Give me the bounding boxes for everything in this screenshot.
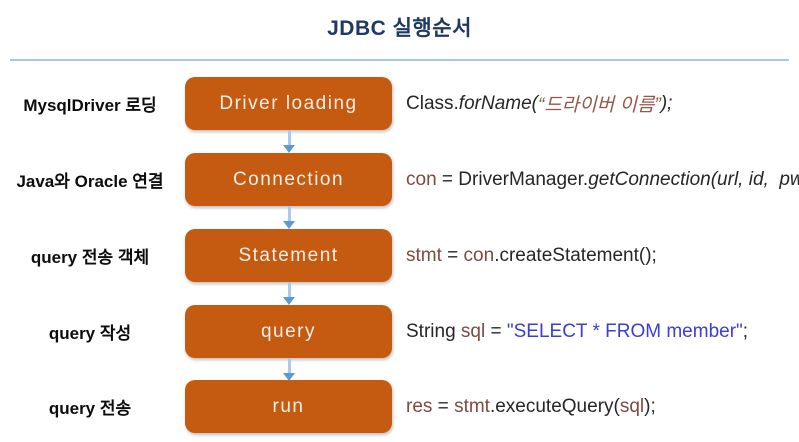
code-segment: getConnection(url, id, pw); [588, 168, 799, 190]
step-box-query: query [185, 305, 392, 358]
step-label-statement: query 전송 객체 [30, 248, 150, 267]
step-box-run: run [185, 380, 392, 433]
code-segment: ; [742, 320, 749, 342]
arrow-head [283, 297, 295, 305]
code-segment: ); [644, 395, 656, 417]
step-box-connection: Connection [185, 153, 392, 206]
code-line-forname: Class.forName(“드라이버 이름”); [406, 77, 672, 130]
step-box-label: Connection [232, 168, 345, 190]
step-box-label: Driver loading [219, 92, 358, 114]
code-segment: “드라이버 이름” [537, 95, 661, 116]
down-arrow-icon [280, 206, 298, 229]
flow-row: Java와 Oracle 연결 Connection con = DriverM… [0, 153, 799, 206]
code-segment: stmt [454, 395, 490, 417]
code-segment: sql [460, 320, 486, 342]
arrow-stem [287, 358, 291, 373]
step-box-statement: Statement [185, 229, 392, 282]
code-line-createstatement: stmt = con.createStatement(); [406, 229, 657, 282]
code-segment: ); [660, 92, 673, 114]
code-segment: = DriverManager. [436, 168, 589, 190]
step-label-connection: Java와 Oracle 연결 [16, 172, 164, 191]
code-segment: con [463, 244, 495, 266]
arrow-stem [287, 282, 291, 297]
code-line-getconnection: con = DriverManager.getConnection(url, i… [406, 153, 799, 206]
arrow-head [283, 373, 295, 381]
down-arrow-icon [280, 282, 298, 305]
code-line-executequery: res = stmt.executeQuery(sql); [406, 380, 656, 433]
page-title: JDBC 실행순서 [327, 17, 472, 40]
arrow-stem [287, 206, 291, 221]
code-segment: "SELECT * FROM member" [506, 320, 743, 342]
step-label-query: query 작성 [48, 324, 132, 343]
flow-row: query 전송 run res = stmt.executeQuery(sql… [0, 380, 799, 433]
code-segment: res [406, 395, 433, 417]
code-segment: String [406, 320, 461, 342]
step-box-driver-loading: Driver loading [185, 77, 392, 130]
arrow-head [283, 145, 295, 153]
code-segment: .createStatement(); [494, 244, 657, 266]
flow-row: query 전송 객체 Statement stmt = con.createS… [0, 229, 799, 282]
code-segment: = [441, 244, 464, 266]
code-line-sql-string: String sql = "SELECT * FROM member"; [406, 305, 748, 358]
step-box-label: Statement [238, 244, 339, 266]
down-arrow-icon [280, 130, 298, 153]
arrow-stem [287, 130, 291, 145]
down-arrow-icon [280, 358, 298, 381]
code-segment: con [406, 168, 437, 190]
code-segment: sql [619, 395, 645, 417]
step-label-run: query 전송 [48, 399, 132, 418]
title-divider [10, 59, 789, 61]
flow-row: MysqlDriver 로딩 Driver loading Class.forN… [0, 77, 799, 130]
code-segment: Class. [406, 92, 459, 114]
code-segment: .executeQuery( [489, 395, 620, 417]
code-segment: = [432, 395, 455, 417]
arrow-head [283, 221, 295, 229]
step-box-label: run [272, 395, 305, 417]
step-label-driver-loading: MysqlDriver 로딩 [23, 96, 157, 115]
code-segment: forName( [458, 92, 538, 114]
flow-row: query 작성 query String sql = "SELECT * FR… [0, 305, 799, 358]
code-segment: = [485, 320, 507, 342]
step-box-label: query [260, 320, 317, 342]
code-segment: stmt [406, 244, 442, 266]
